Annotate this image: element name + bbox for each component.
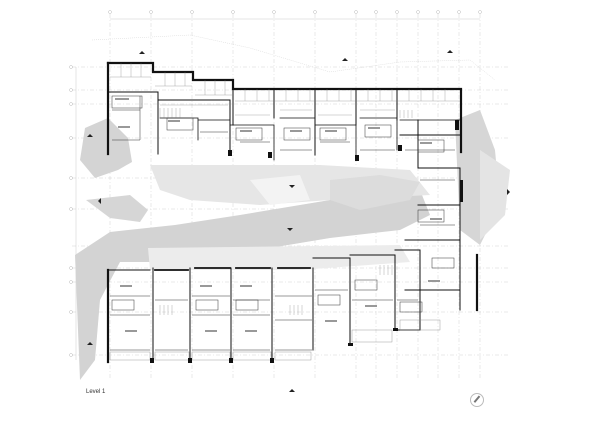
section-markers (87, 50, 510, 392)
upper-partitions (111, 95, 455, 226)
terrain-contour (91, 34, 496, 81)
balconies (109, 319, 441, 361)
level-title: Level 1 (86, 389, 106, 395)
column-stubs (150, 120, 463, 363)
room-labels (115, 98, 442, 332)
grid-bubbles (69, 10, 482, 357)
lower-partitions (110, 257, 455, 351)
terrain (75, 110, 510, 380)
upper-block (106, 61, 463, 241)
north-arrow-icon (470, 393, 484, 407)
window-mullions (110, 63, 460, 116)
stairs (159, 108, 413, 315)
lower-block (106, 239, 479, 364)
